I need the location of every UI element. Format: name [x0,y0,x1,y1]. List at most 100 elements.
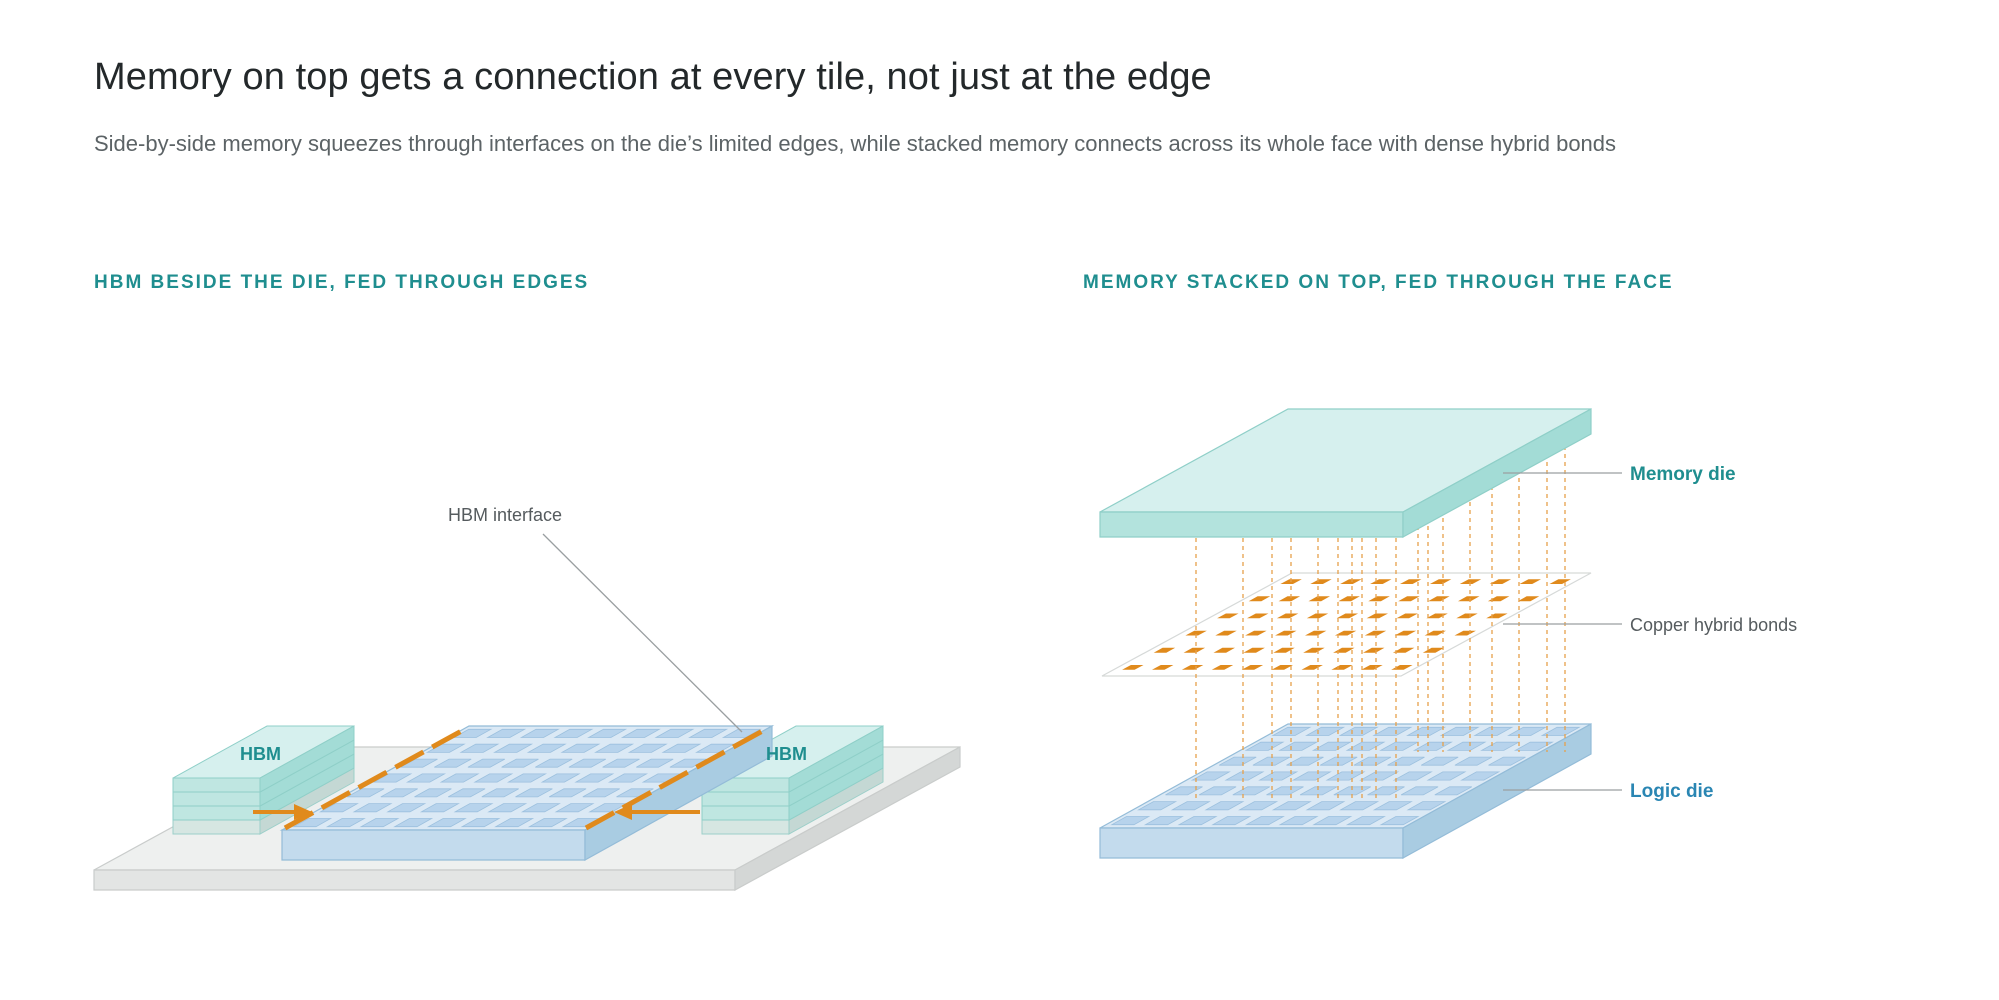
copper-bond-pad [1122,665,1144,670]
copper-bond-pad [1366,613,1388,619]
bonds-label: Copper hybrid bonds [1630,615,1797,635]
copper-bond-pad [1213,647,1235,653]
compute-tile [487,803,528,813]
compute-tile [526,743,567,753]
compute-tile [372,773,413,783]
copper-bond-pad [1275,630,1297,636]
compute-tile [1400,786,1439,796]
copper-bond-pad [1245,630,1267,636]
compute-tile [1488,756,1526,766]
copper-bond-pad [1241,665,1264,670]
copper-bond-pad [1549,579,1571,584]
compute-tile [1299,786,1338,796]
compute-tile [582,788,620,798]
copper-bond-pad [1181,665,1204,670]
compute-tile [1392,771,1433,781]
compute-tile [1320,756,1358,766]
compute-tile [1244,816,1285,826]
memory-die [1099,407,1592,539]
compute-tile [560,743,601,753]
copper-bond-pad [1331,665,1353,670]
copper-bond-pad [1276,613,1299,619]
hbm-interface-edge-left [283,725,469,831]
copper-bond-pad [1278,596,1301,602]
copper-bond-pad [1398,596,1420,602]
compute-tile [520,803,561,813]
compute-tile [452,728,493,738]
compute-tile [439,773,480,783]
compute-tile [1110,816,1151,826]
compute-tile [393,818,434,828]
copper-bond-pad [1334,630,1357,636]
hbm-stack-left [172,725,355,835]
compute-tile [1312,816,1353,826]
compute-tile [1406,801,1447,811]
compute-tile [1278,816,1319,826]
page-subtitle: Side-by-side memory squeezes through int… [94,131,1617,156]
compute-tile [1170,801,1211,811]
compute-tile [515,788,553,798]
copper-bond-pad [1338,596,1360,602]
hbm-interface-leader-line [542,533,743,733]
copper-bond-pad [1211,665,1234,670]
compute-tile [1278,741,1319,751]
compute-tile [574,773,615,783]
compute-tile [654,728,695,738]
tile-grid-left [292,728,762,828]
copper-bond-pad [1152,665,1174,670]
compute-tile [1513,741,1554,751]
compute-tile [636,758,674,768]
compute-tile [1325,771,1366,781]
copper-bond-pad [1183,647,1206,653]
compute-tile [1345,816,1386,826]
compute-tile [519,728,560,738]
memory-die-label: Memory die [1630,464,1736,485]
compute-tile [1446,741,1487,751]
compute-tile [459,743,500,753]
compute-tile [1252,756,1291,766]
left-diagram: HBM HBM HBM interface [93,505,961,892]
logic-die-label: Logic die [1630,781,1713,802]
compute-tile [359,818,400,828]
compute-tile [688,728,729,738]
compute-tile [594,743,635,753]
compute-tile [405,773,447,783]
compute-tile [1291,771,1332,781]
copper-bond-pad [1248,596,1271,602]
compute-tile [434,758,472,768]
compute-tile [380,788,418,798]
logic-die-left [279,724,775,862]
copper-bond-pad [1519,579,1541,584]
copper-bond-pad [1458,596,1480,602]
hybrid-bond-layer [1101,572,1592,677]
compute-tile [494,818,535,828]
compute-tile [1305,801,1346,811]
copper-bond-pad [1303,647,1325,653]
compute-tile [292,818,333,828]
compute-tile [1177,816,1218,826]
copper-bond-pad [1459,579,1482,584]
compute-tile [481,788,519,798]
compute-tile [1266,786,1304,796]
compute-tile [1338,726,1379,736]
copper-bond-pad [1336,613,1359,619]
compute-tile [661,743,702,753]
right-panel-label: MEMORY STACKED ON TOP, FED THROUGH THE F… [1083,272,1674,293]
left-panel-label: HBM BESIDE THE DIE, FED THROUGH EDGES [94,272,590,293]
hbm-interface-callout: HBM interface [448,505,562,525]
copper-bond-pad [1400,579,1422,584]
compute-tile [1258,771,1299,781]
compute-tile [1454,756,1493,766]
compute-tile [616,788,654,798]
hbm-interface-edge-right [584,725,770,831]
compute-tile [1353,756,1392,766]
copper-bond-pad [1361,665,1383,670]
compute-tile [1372,726,1413,736]
compute-tile [1219,756,1257,766]
compute-tile [473,773,514,783]
compute-tile [1165,786,1203,796]
copper-bond-pad [1185,630,1207,636]
copper-bond-pad [1217,613,1239,619]
compute-tile [602,758,640,768]
compute-tile [347,788,385,798]
